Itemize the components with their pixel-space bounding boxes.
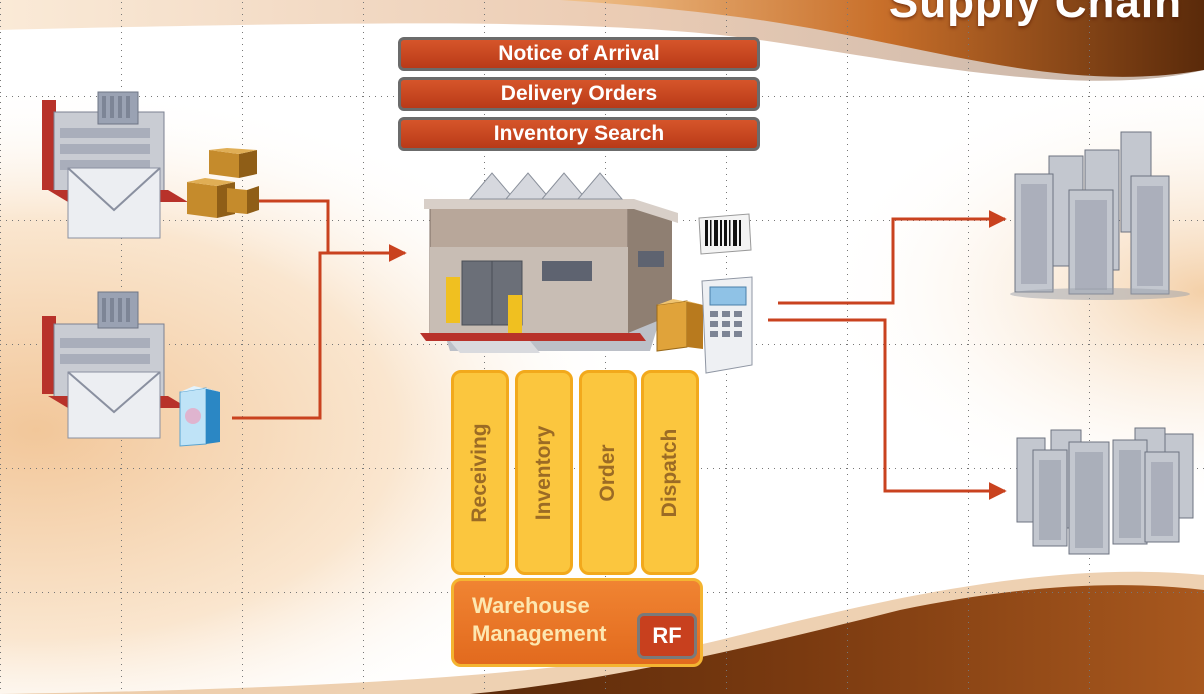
module-label: Receiving	[468, 422, 491, 523]
barcode-icon	[698, 213, 752, 255]
rf-scanner-icon	[701, 276, 753, 374]
warehouse-management-label: Management	[472, 621, 607, 646]
inventory-search-button[interactable]: Inventory Search	[398, 117, 760, 151]
office-buildings-icon	[1010, 131, 1190, 300]
warehouse-management-label: Warehouse	[472, 593, 590, 618]
warehouse-icon	[420, 172, 678, 353]
inventory-module[interactable]: Inventory	[515, 370, 573, 575]
warehouse-management-box[interactable]: Warehouse Management RF	[451, 578, 703, 667]
receiving-module[interactable]: Receiving	[451, 370, 509, 575]
software-box-icon	[179, 386, 220, 447]
page-title: Supply Chain	[888, 0, 1182, 27]
boxes-icon	[187, 148, 259, 218]
module-label: Inventory	[532, 425, 555, 520]
module-label: Dispatch	[658, 428, 681, 517]
crate-icon	[656, 299, 703, 352]
notice-of-arrival-button[interactable]: Notice of Arrival	[398, 37, 760, 71]
factory-icon	[42, 291, 188, 439]
rf-button[interactable]: RF	[637, 613, 697, 659]
delivery-orders-button[interactable]: Delivery Orders	[398, 77, 760, 111]
factory-icon	[42, 91, 188, 239]
order-module[interactable]: Order	[579, 370, 637, 575]
module-label: Order	[596, 443, 619, 502]
dispatch-module[interactable]: Dispatch	[641, 370, 699, 575]
office-buildings-icon	[1016, 427, 1194, 555]
flow-arrows	[232, 199, 1007, 500]
